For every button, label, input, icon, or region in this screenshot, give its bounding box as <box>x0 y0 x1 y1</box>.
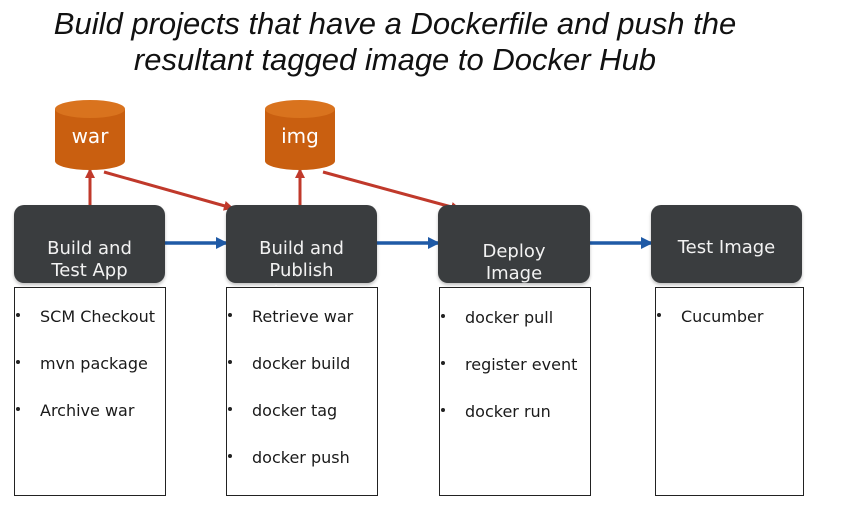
bullet-icon <box>441 408 445 412</box>
list-item: Cucumber <box>656 307 803 354</box>
title-line-2: resultant tagged image to Docker Hub <box>133 42 657 77</box>
list-item: docker build <box>227 354 377 401</box>
stage-test-image: Test Image <box>651 205 802 283</box>
diagram-title: Build projects that have a Dockerfile an… <box>0 6 790 78</box>
bullet-icon <box>16 313 20 317</box>
step-label: docker tag <box>252 401 338 420</box>
list-item: mvn package <box>15 354 165 401</box>
war-artifact: war <box>55 100 125 170</box>
list-item: register event <box>440 355 590 402</box>
list-item: Archive war <box>15 401 165 448</box>
bullet-icon <box>228 313 232 317</box>
step-label: Retrieve war <box>252 307 354 326</box>
stage-label: Deploy Image <box>482 241 546 284</box>
list-item: docker pull <box>440 308 590 355</box>
stage-build-and-test-app: Build and Test App <box>14 205 165 283</box>
step-label: docker pull <box>465 308 554 327</box>
arrow-war-to-publish <box>103 170 234 211</box>
img-artifact-label: img <box>281 124 319 148</box>
steps-test-image: Cucumber <box>655 287 804 496</box>
bullet-icon <box>228 407 232 411</box>
list-item: docker tag <box>227 401 377 448</box>
cylinder-icon <box>55 100 125 170</box>
bullet-icon <box>228 360 232 364</box>
img-artifact: img <box>265 100 335 170</box>
arrow-img-to-deploy <box>322 170 461 212</box>
steps-build-and-test-app: SCM Checkout mvn package Archive war <box>14 287 166 496</box>
stage-label: Test Image <box>677 237 776 258</box>
list-item: SCM Checkout <box>15 307 165 354</box>
stage-build-and-publish-image: Build and Publish Image <box>226 205 377 303</box>
step-label: Archive war <box>40 401 135 420</box>
step-label: mvn package <box>40 354 148 373</box>
bullet-icon <box>16 407 20 411</box>
step-label: docker run <box>465 402 551 421</box>
bullet-icon <box>441 361 445 365</box>
steps-deploy-image: docker pull register event docker run <box>439 287 591 496</box>
title-line-1: Build projects that have a Dockerfile an… <box>53 6 737 41</box>
bullet-icon <box>657 313 661 317</box>
step-label: Cucumber <box>681 307 764 326</box>
bullet-icon <box>16 360 20 364</box>
bullet-icon <box>228 454 232 458</box>
list-item: docker run <box>440 402 590 449</box>
step-label: SCM Checkout <box>40 307 156 326</box>
cylinder-icon <box>265 100 335 170</box>
list-item: Retrieve war <box>227 307 377 354</box>
steps-build-and-publish-image: Retrieve war docker build docker tag doc… <box>226 287 378 496</box>
step-label: docker build <box>252 354 351 373</box>
step-label: docker push <box>252 448 350 467</box>
stage-label: Build and Test App <box>47 238 132 281</box>
stage-deploy-image: Deploy Image <box>438 205 590 284</box>
bullet-icon <box>441 314 445 318</box>
list-item: docker push <box>227 448 377 495</box>
war-artifact-label: war <box>71 124 109 148</box>
step-label: register event <box>465 355 578 374</box>
